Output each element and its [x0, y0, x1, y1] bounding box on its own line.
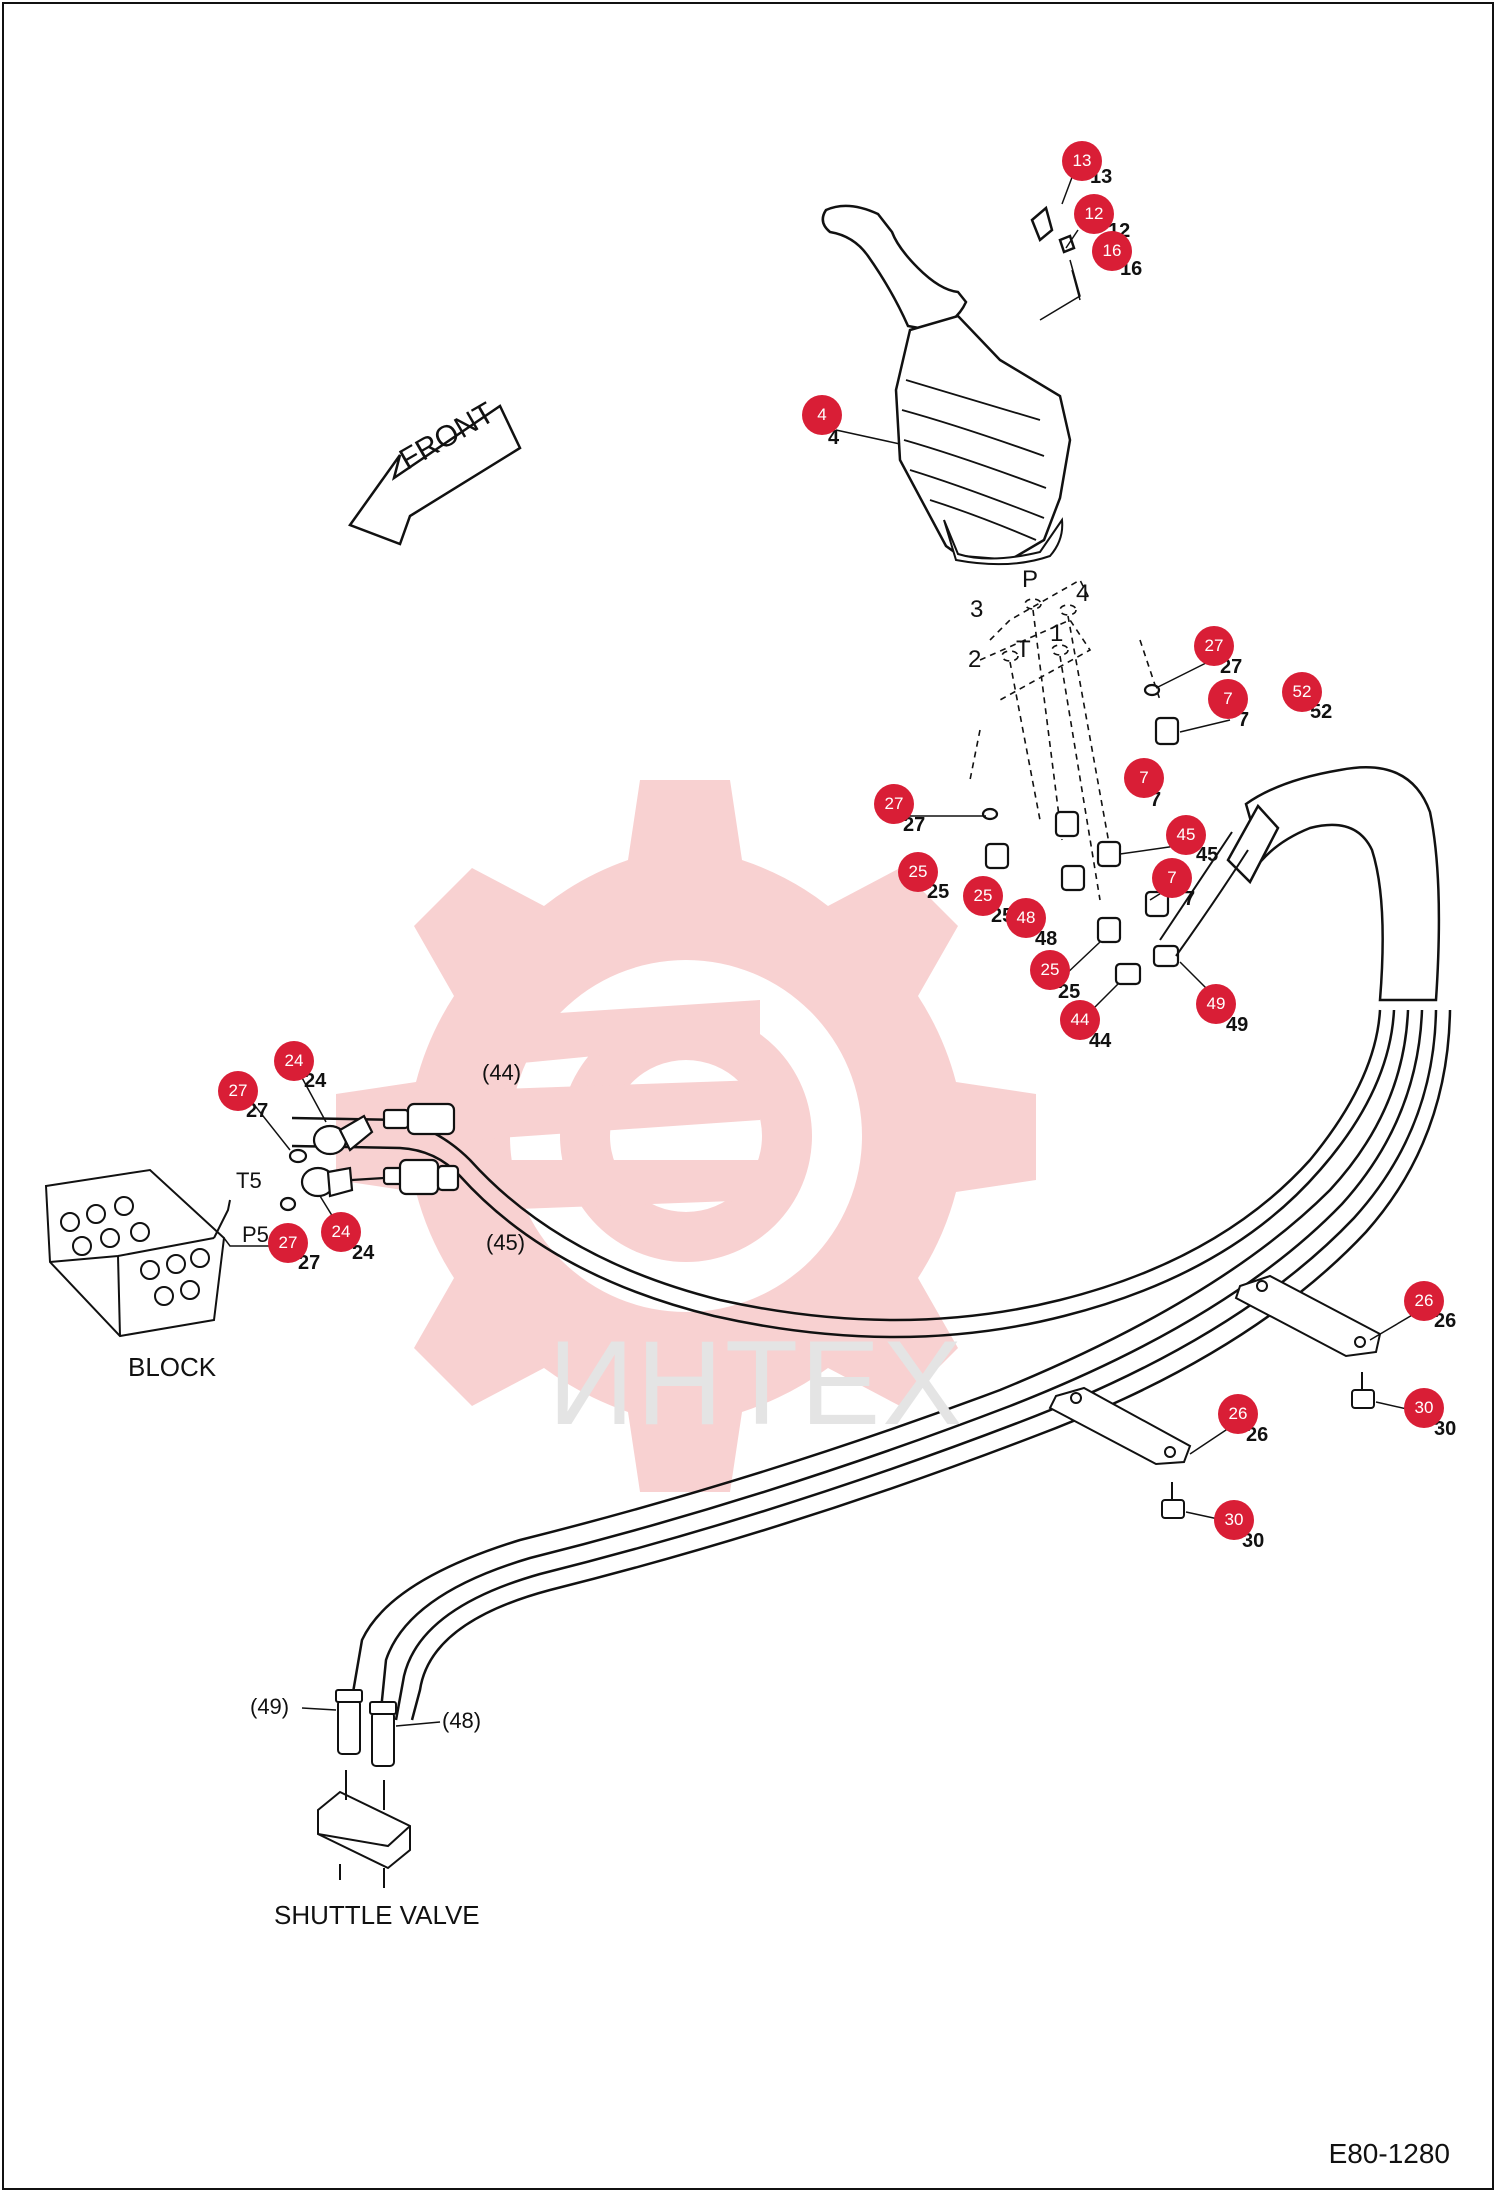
part-number: 7 [1238, 709, 1250, 731]
callout-part-27[interactable]: 27 [1194, 626, 1234, 666]
part-number: 26 [1434, 1310, 1457, 1332]
part-number: 25 [1058, 981, 1081, 1003]
callout-part-52[interactable]: 52 [1282, 672, 1322, 712]
part-number: 25 [927, 881, 950, 903]
hose-44-label: (44) [482, 1060, 522, 1085]
port-1-label: 1 [1050, 620, 1064, 647]
part-number: 24 [352, 1242, 375, 1264]
callout-part-25[interactable]: 25 [963, 876, 1003, 916]
part-number: 30 [1242, 1530, 1265, 1552]
hose-fittings-left-icon [279, 1102, 460, 1212]
part-number: 24 [304, 1070, 327, 1092]
port-t-label: T [1016, 636, 1031, 663]
callout-part-7[interactable]: 7 [1208, 679, 1248, 719]
callout-part-12[interactable]: 12 [1074, 194, 1114, 234]
part-number: 49 [1226, 1014, 1249, 1036]
callout-part-26[interactable]: 26 [1404, 1281, 1444, 1321]
t5-label: T5 [236, 1168, 262, 1193]
port-4-label: 4 [1076, 580, 1090, 607]
callout-part-13[interactable]: 13 [1062, 141, 1102, 181]
callout-part-27[interactable]: 27 [874, 784, 914, 824]
port-2-label: 2 [968, 646, 982, 673]
callout-part-48[interactable]: 48 [1006, 898, 1046, 938]
callout-part-7[interactable]: 7 [1124, 758, 1164, 798]
watermark-text: ИНТЕХ [548, 1316, 965, 1450]
joystick-lever-icon [821, 204, 1081, 566]
part-number: 7 [1184, 888, 1196, 910]
front-arrow-icon [348, 404, 522, 546]
port-p-label: P [1022, 566, 1039, 593]
callout-part-27[interactable]: 27 [218, 1071, 258, 1111]
callout-part-25[interactable]: 25 [1030, 950, 1070, 990]
part-number: 4 [828, 427, 840, 449]
block-label: BLOCK [128, 1352, 217, 1382]
callout-part-26[interactable]: 26 [1218, 1394, 1258, 1434]
callout-part-25[interactable]: 25 [898, 852, 938, 892]
callout-part-16[interactable]: 16 [1092, 231, 1132, 271]
hose-bundle-icon [291, 765, 1452, 1721]
hose-48-label: (48) [442, 1708, 482, 1733]
block-icon [44, 1168, 282, 1338]
part-number: 48 [1035, 928, 1058, 950]
part-number: 45 [1196, 844, 1219, 866]
callout-part-49[interactable]: 49 [1196, 984, 1236, 1024]
clamps-icon [1048, 1274, 1382, 1519]
part-number: 7 [1150, 789, 1162, 811]
shuttle-valve-icon [317, 1689, 411, 1888]
callout-part-27[interactable]: 27 [268, 1223, 308, 1263]
hose-49-label: (49) [250, 1694, 290, 1719]
port-3-label: 3 [970, 596, 984, 623]
callout-part-45[interactable]: 45 [1166, 815, 1206, 855]
part-number: 27 [298, 1252, 321, 1274]
callout-part-24[interactable]: 24 [321, 1212, 361, 1252]
part-number: 27 [903, 814, 926, 836]
callout-part-24[interactable]: 24 [274, 1041, 314, 1081]
part-number: 26 [1246, 1424, 1269, 1446]
callout-part-4[interactable]: 4 [802, 395, 842, 435]
shuttle-valve-label: SHUTTLE VALVE [274, 1900, 480, 1930]
callout-part-30[interactable]: 30 [1404, 1388, 1444, 1428]
hose-45-label: (45) [486, 1230, 526, 1255]
watermark-gear-icon [336, 780, 1036, 1492]
part-number: 30 [1434, 1418, 1457, 1440]
valve-ports-icon [969, 578, 1161, 901]
callout-part-7[interactable]: 7 [1152, 858, 1192, 898]
callout-part-44[interactable]: 44 [1060, 1000, 1100, 1040]
p5-label: P5 [242, 1222, 269, 1247]
part-number: 44 [1089, 1030, 1112, 1052]
callout-part-30[interactable]: 30 [1214, 1500, 1254, 1540]
drawing-code: E80-1280 [1328, 2138, 1450, 2169]
fittings-icon [981, 683, 1180, 986]
